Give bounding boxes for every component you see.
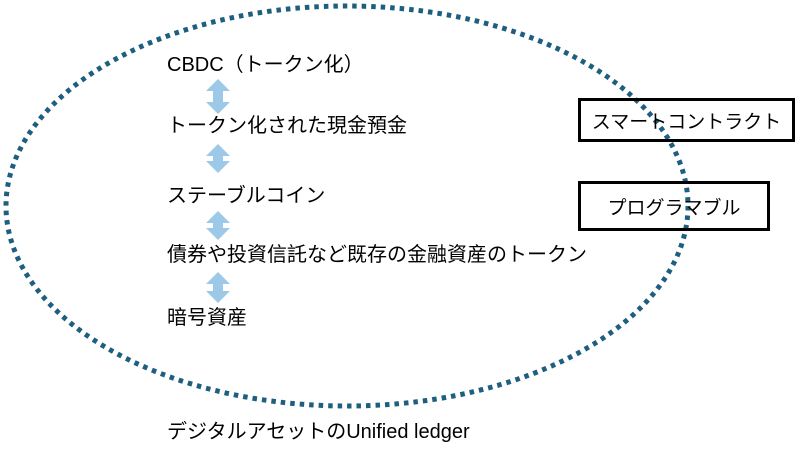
- diagram-caption: デジタルアセットのUnified ledger: [167, 421, 470, 443]
- asset-item-stablecoin: ステーブルコイン: [167, 185, 326, 207]
- smart-contract-label: スマートコントラクト: [591, 111, 782, 133]
- unified-ledger-ellipse: [3, 3, 691, 409]
- asset-item-cbdc: CBDC（トークン化）: [167, 54, 364, 76]
- programmable-box: プログラマブル: [578, 181, 770, 231]
- double-arrow-icon: [206, 79, 230, 114]
- asset-item-crypto-asset: 暗号資産: [167, 307, 247, 329]
- asset-item-tokenized-deposit: トークン化された現金預金: [167, 115, 407, 137]
- smart-contract-box: スマートコントラクト: [578, 98, 795, 142]
- double-arrow-icon: [206, 272, 230, 303]
- double-arrow-icon: [206, 144, 230, 173]
- asset-item-tokenized-securities: 債券や投資信託など既存の金融資産のトークン: [167, 244, 587, 266]
- double-arrow-icon: [206, 211, 230, 240]
- programmable-label: プログラマブル: [607, 197, 741, 219]
